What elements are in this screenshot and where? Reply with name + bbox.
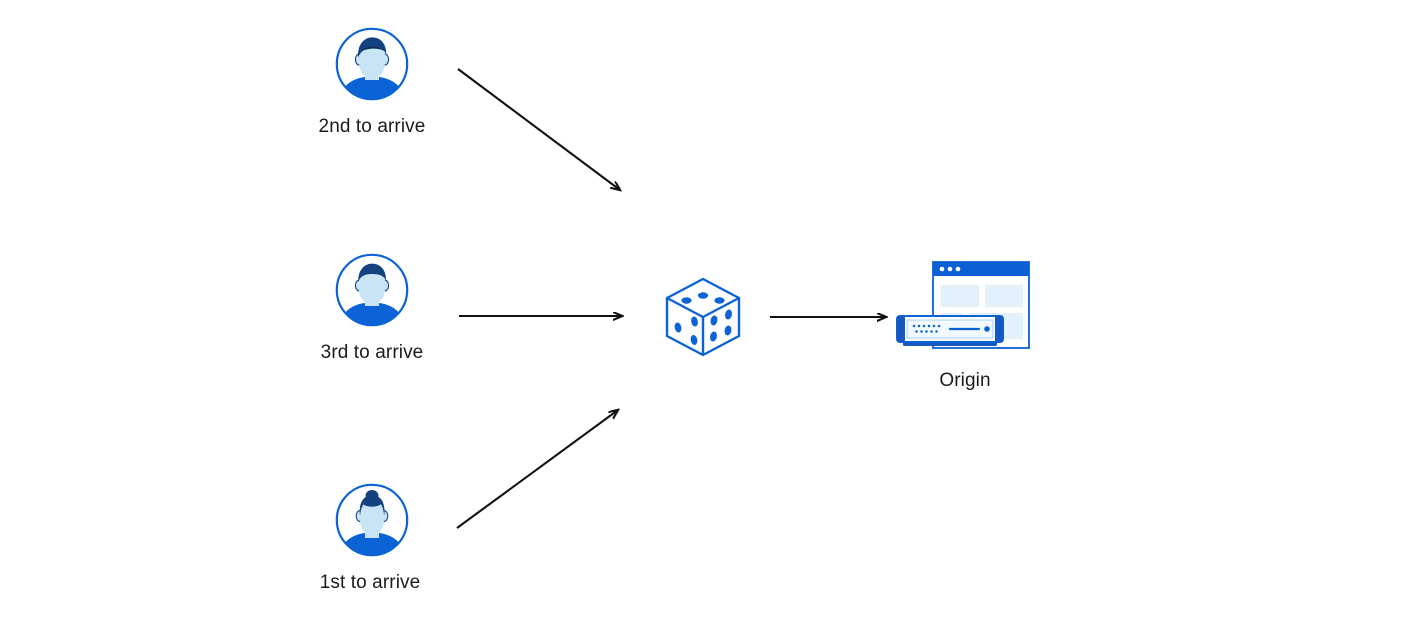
node-client-3rd: 3rd to arrive [321, 252, 423, 363]
node-origin: Origin [895, 258, 1035, 391]
node-client-2nd: 2nd to arrive [319, 26, 425, 137]
server-appliance-icon [896, 315, 1004, 346]
node-label-client-3rd: 3rd to arrive [320, 342, 424, 363]
origin-server-icon [895, 258, 1035, 358]
node-label-origin: Origin [939, 370, 991, 391]
node-label-client-1st: 1st to arrive [319, 572, 421, 593]
node-client-1st: 1st to arrive [320, 482, 420, 593]
dice-icon [657, 270, 749, 362]
user-avatar-icon [334, 26, 410, 102]
user-avatar-icon [334, 482, 410, 558]
node-label-client-2nd: 2nd to arrive [318, 116, 426, 137]
arrow-1st-to-dice [456, 410, 618, 529]
user-avatar-icon [334, 252, 410, 328]
node-randomizer [657, 270, 749, 362]
